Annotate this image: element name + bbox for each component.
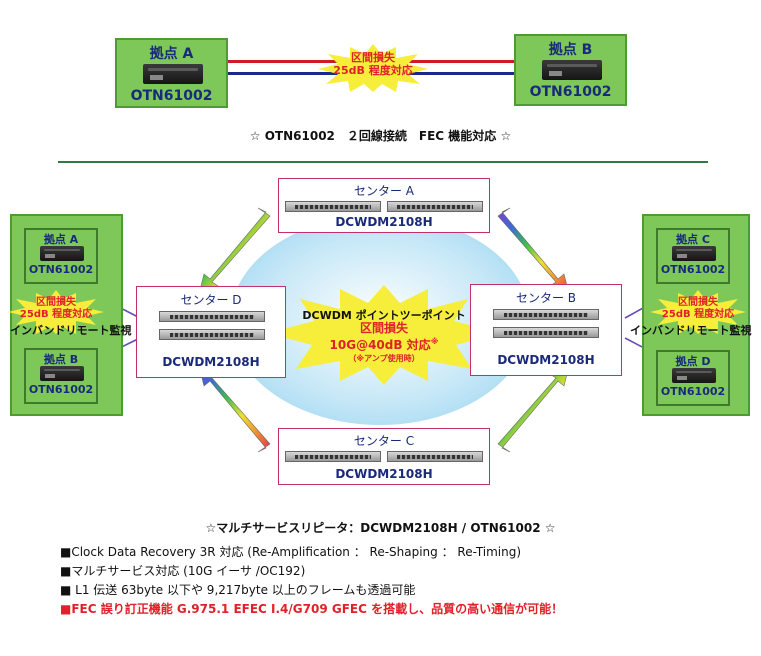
feature-item: ■Clock Data Recovery 3R 対応 (Re-Amplifica… xyxy=(60,545,522,559)
left-site-b-box: 拠点 B OTN61002 xyxy=(24,348,98,404)
rack-device-icon xyxy=(387,451,483,462)
loss-line1: 区間損失 xyxy=(678,297,718,308)
rack-device-icon xyxy=(493,309,599,320)
center-a-model: DCWDM2108H xyxy=(335,215,433,229)
right-site-d-model: OTN61002 xyxy=(660,385,726,398)
loss-label-left: 区間損失 25dB 程度対応 xyxy=(8,297,104,321)
center-a-box: センター A DCWDM2108H xyxy=(278,178,490,233)
right-site-c-title: 拠点 C xyxy=(676,233,710,246)
center-label-mark: ※ xyxy=(430,337,439,346)
left-site-b-title: 拠点 B xyxy=(43,353,79,366)
left-site-a-box: 拠点 A OTN61002 xyxy=(24,228,98,284)
loss-line1: 区間損失 xyxy=(351,51,395,64)
loss-burst-center xyxy=(268,285,500,385)
loss-burst-left xyxy=(8,290,104,334)
inband-label-right: インバンドリモート監視 xyxy=(630,324,752,337)
feature-item: ■ L1 伝送 63byte 以下や 9,217byte 以上のフレームも透過可… xyxy=(60,583,416,597)
center-c-box: センター C DCWDM2108H xyxy=(278,428,490,485)
right-site-d-title: 拠点 D xyxy=(675,355,711,368)
top-caption: ☆ OTN61002 ２回線接続 FEC 機能対応 ☆ xyxy=(249,129,512,143)
center-b-title: センター B xyxy=(515,291,577,305)
center-d-model: DCWDM2108H xyxy=(162,355,260,369)
left-site-b-model: OTN61002 xyxy=(28,383,94,396)
center-b-box: センター B DCWDM2108H xyxy=(470,284,622,376)
center-c-title: センター C xyxy=(353,434,415,448)
otn-device-icon xyxy=(143,64,203,84)
features-caption: ☆マルチサービスリピータ：DCWDM2108H / OTN61002 ☆ xyxy=(205,521,556,535)
center-label-line1: DCWDM ポイントツーポイント xyxy=(302,309,466,322)
otn-device-icon xyxy=(542,60,602,80)
site-b-box: 拠点 B OTN61002 xyxy=(514,34,627,106)
center-c-model: DCWDM2108H xyxy=(335,467,433,481)
center-a-title: センター A xyxy=(353,184,415,198)
site-b-model: OTN61002 xyxy=(529,84,612,100)
rack-device-icon xyxy=(387,201,483,212)
otn-device-icon xyxy=(672,368,716,383)
rack-device-icon xyxy=(285,451,381,462)
center-label: DCWDM ポイントツーポイント 区間損失 10G@40dB 対応※ （※アンプ… xyxy=(268,309,500,365)
loss-line2: 25dB 程度対応 xyxy=(19,309,93,320)
center-label-line2: 区間損失 xyxy=(359,321,408,335)
loss-label-right: 区間損失 25dB 程度対応 xyxy=(650,297,746,321)
feature-item: ■マルチサービス対応 (10G イーサ /OC192) xyxy=(60,564,306,578)
loss-line2: 25dB 程度対応 xyxy=(661,309,735,320)
site-a-box: 拠点 A OTN61002 xyxy=(115,38,228,108)
otn-device-icon xyxy=(40,246,84,261)
right-site-d-box: 拠点 D OTN61002 xyxy=(656,350,730,406)
right-site-c-model: OTN61002 xyxy=(660,263,726,276)
right-site-c-box: 拠点 C OTN61002 xyxy=(656,228,730,284)
rack-device-icon xyxy=(493,327,599,338)
loss-burst-right xyxy=(650,290,746,334)
center-label-line4: （※アンプ使用時） xyxy=(348,354,420,363)
otn-device-icon xyxy=(672,246,716,261)
center-label-line3: 10G@40dB 対応 xyxy=(329,338,431,352)
site-a-title: 拠点 A xyxy=(149,46,194,62)
inband-label-left: インバンドリモート監視 xyxy=(10,324,132,337)
loss-line2: 25dB 程度対応 xyxy=(333,64,413,77)
center-b-model: DCWDM2108H xyxy=(497,353,595,367)
rack-device-icon xyxy=(285,201,381,212)
site-b-title: 拠点 B xyxy=(548,42,593,58)
loss-burst-top xyxy=(318,44,428,92)
loss-line1: 区間損失 xyxy=(36,297,76,308)
section-divider xyxy=(58,161,708,163)
left-site-a-model: OTN61002 xyxy=(28,263,94,276)
feature-highlight: ■FEC 誤り訂正機能 G.975.1 EFEC I.4/G709 GFEC を… xyxy=(60,602,564,616)
loss-label-top: 区間損失 25dB 程度対応 xyxy=(318,51,428,77)
center-d-title: センター D xyxy=(180,293,242,307)
site-a-model: OTN61002 xyxy=(130,88,213,104)
left-site-a-title: 拠点 A xyxy=(43,233,79,246)
rack-device-icon xyxy=(159,311,265,322)
center-d-box: センター D DCWDM2108H xyxy=(136,286,286,378)
rack-device-icon xyxy=(159,329,265,340)
otn-device-icon xyxy=(40,366,84,381)
